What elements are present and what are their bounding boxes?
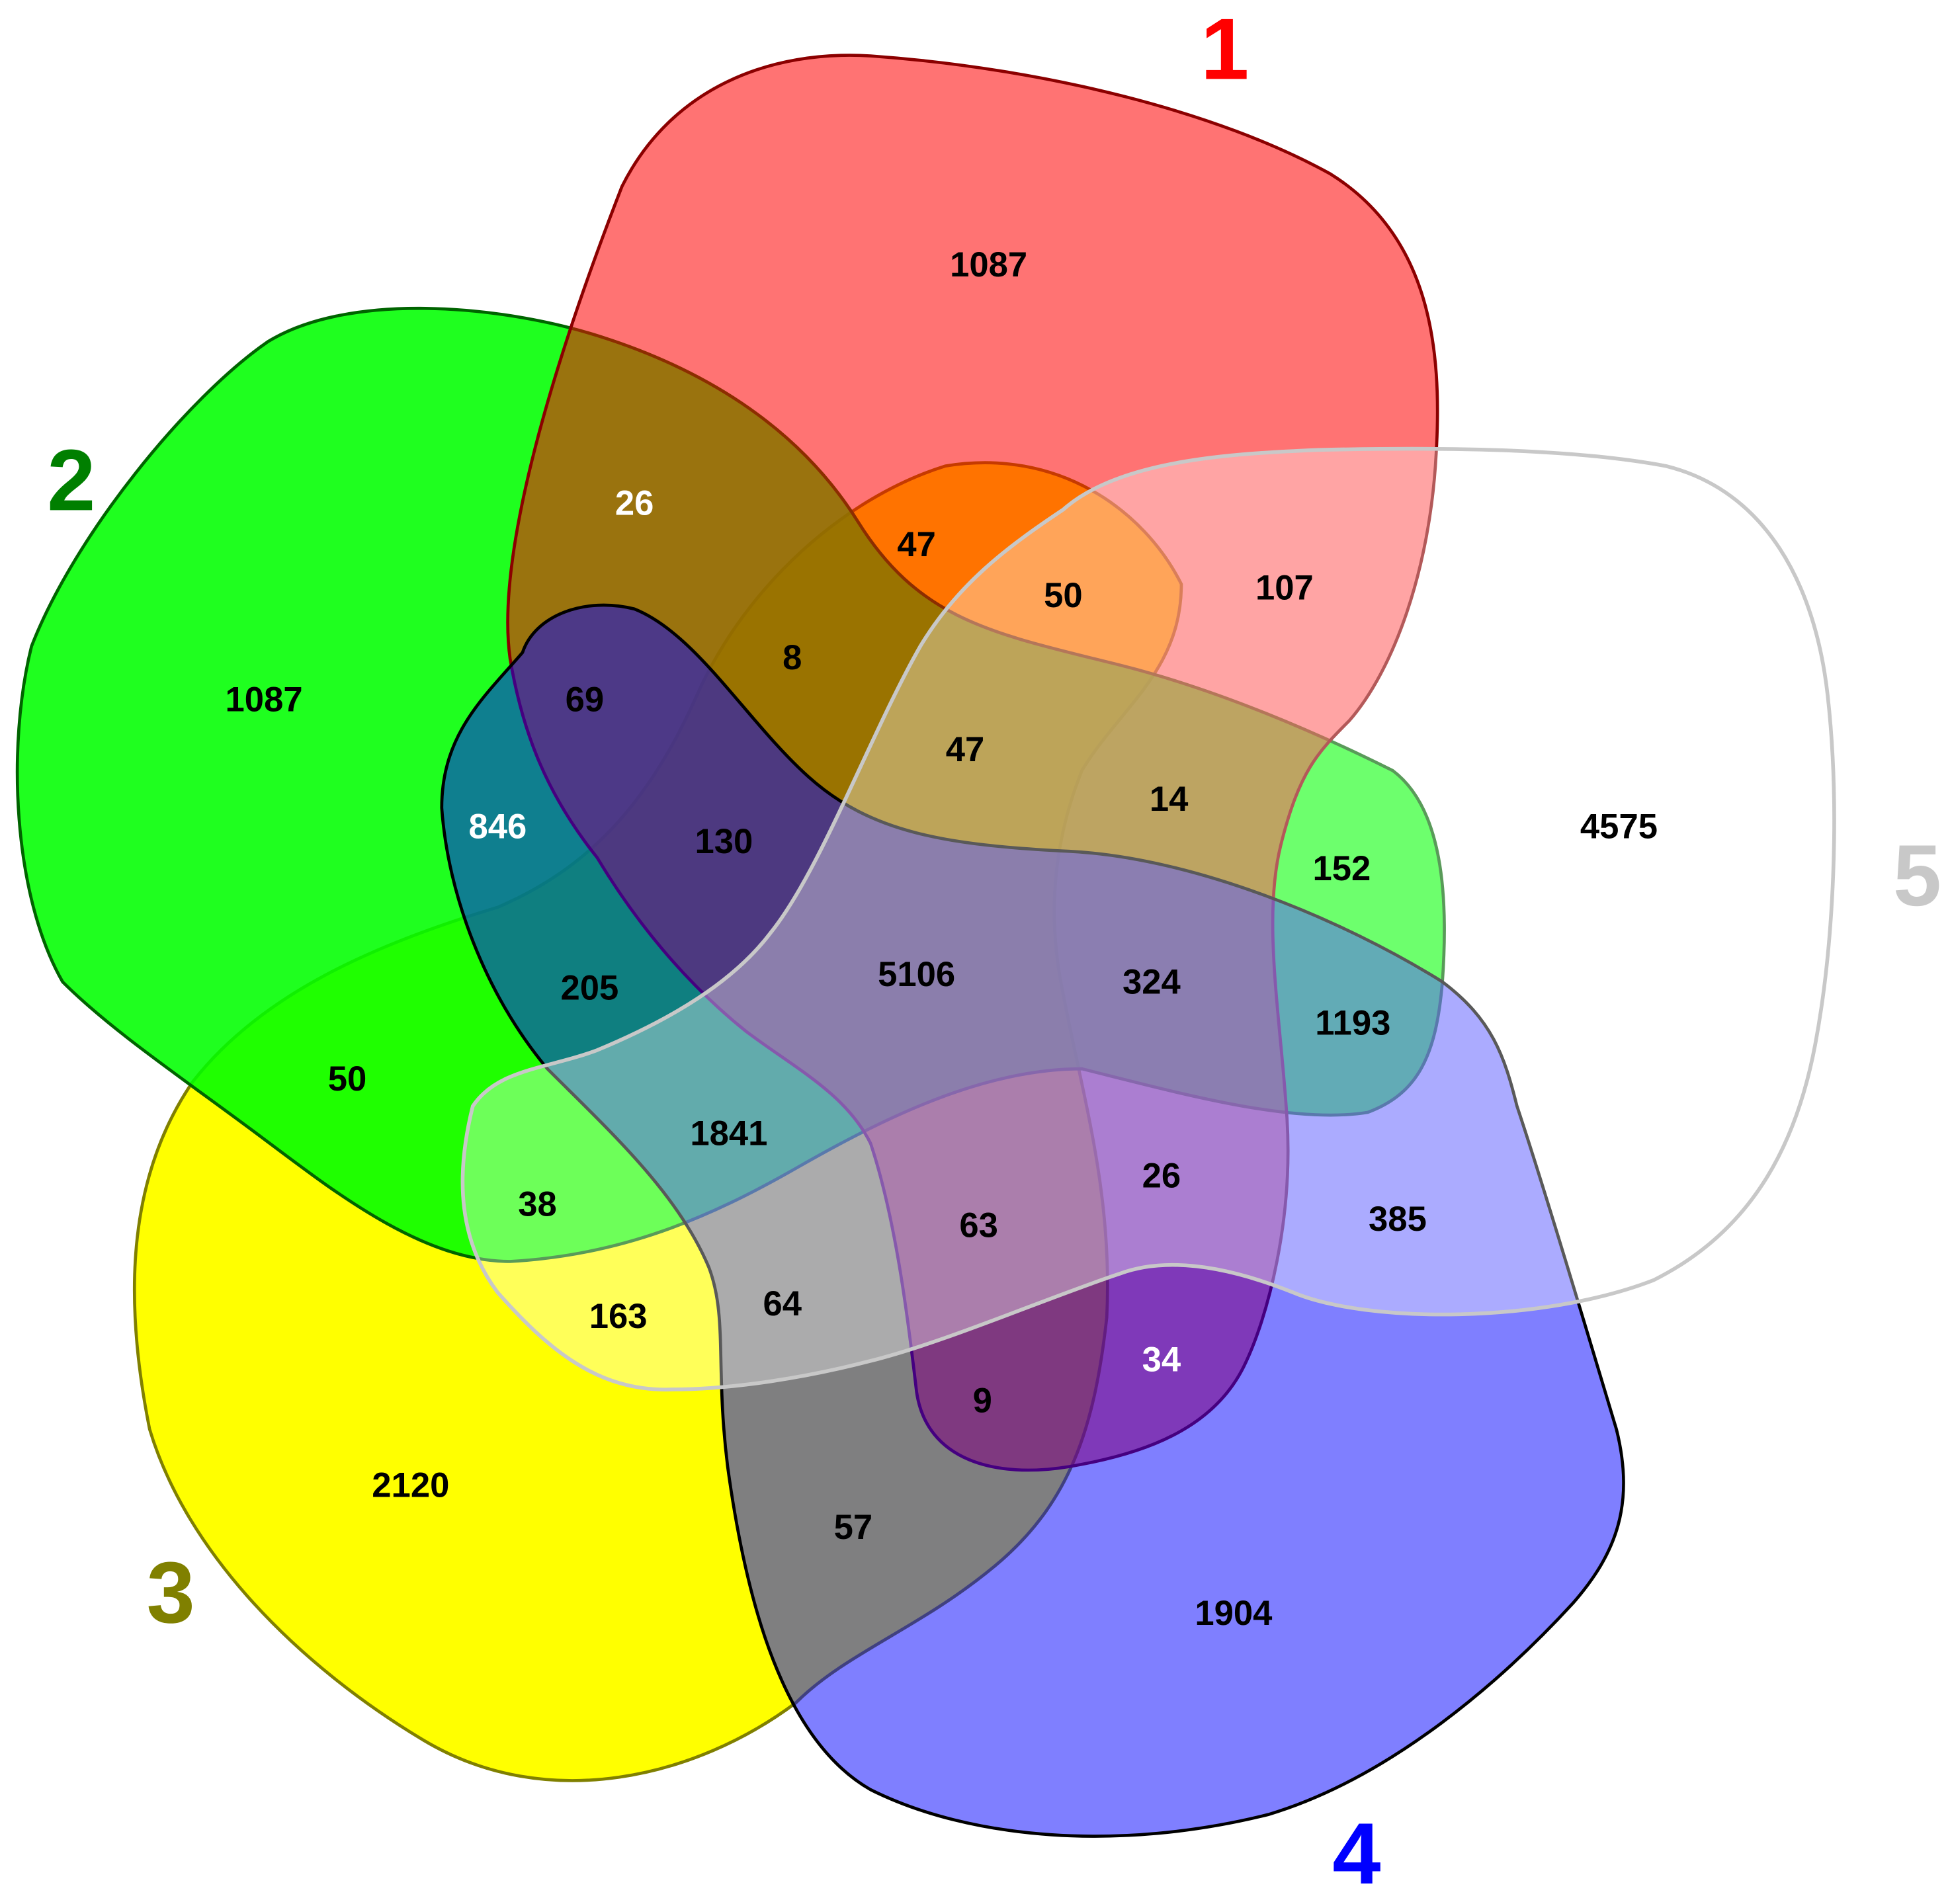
- region-count-1-2-4-5: 324: [1123, 962, 1181, 1001]
- region-count-2-5: 152: [1312, 849, 1371, 888]
- region-count-3-5: 163: [589, 1297, 648, 1336]
- region-count-1-2-3-5: 47: [946, 730, 985, 769]
- set-5-shape: [460, 446, 1836, 1391]
- region-count-1-3-4-5: 63: [959, 1206, 998, 1245]
- region-count-3: 2120: [372, 1466, 449, 1505]
- region-count-2-3-5: 38: [518, 1185, 557, 1224]
- region-count-2: 1087: [226, 681, 303, 720]
- region-count-2-3-4: 205: [561, 969, 619, 1008]
- region-count-3-4-5: 64: [763, 1284, 802, 1323]
- region-count-3-4: 57: [834, 1508, 873, 1547]
- region-count-2-4-5: 1193: [1315, 1003, 1390, 1042]
- region-count-1-2-3: 8: [783, 638, 802, 677]
- set-1-label: 1: [1201, 0, 1249, 97]
- set-3-label: 3: [147, 1544, 195, 1641]
- region-counts: 1087 1087 2120 1904 4575 26 47 50 107 8 69 47 14 846 1…: [226, 245, 1658, 1633]
- region-count-4-5: 385: [1369, 1200, 1427, 1239]
- region-count-1-2: 26: [615, 484, 654, 523]
- region-count-1-4-5: 26: [1142, 1156, 1181, 1195]
- region-count-2-3: 50: [328, 1059, 367, 1098]
- region-count-1-2-4: 69: [566, 681, 605, 720]
- region-count-5: 4575: [1580, 807, 1658, 846]
- region-count-2-3-4-5: 1841: [690, 1114, 767, 1153]
- region-count-1-4: 34: [1142, 1341, 1181, 1380]
- region-count-1-3-4: 9: [973, 1382, 992, 1421]
- region-count-1-2-5: 14: [1150, 780, 1189, 819]
- set-5-label: 5: [1893, 827, 1941, 924]
- region-count-1-3: 47: [897, 525, 936, 564]
- region-count-1-3-5: 50: [1044, 576, 1083, 615]
- set-4-label: 4: [1332, 1805, 1380, 1902]
- region-count-4: 1904: [1195, 1594, 1272, 1633]
- set-4-shape: [440, 603, 1625, 1838]
- region-count-1-2-3-4-5: 5106: [878, 955, 955, 994]
- region-count-1-2-3-4: 130: [695, 822, 753, 861]
- region-count-2-4: 846: [468, 807, 527, 846]
- venn-shapes: [15, 54, 1836, 1838]
- set-2-label: 2: [47, 431, 95, 528]
- region-count-1: 1087: [950, 245, 1027, 284]
- region-count-1-5: 107: [1255, 569, 1314, 608]
